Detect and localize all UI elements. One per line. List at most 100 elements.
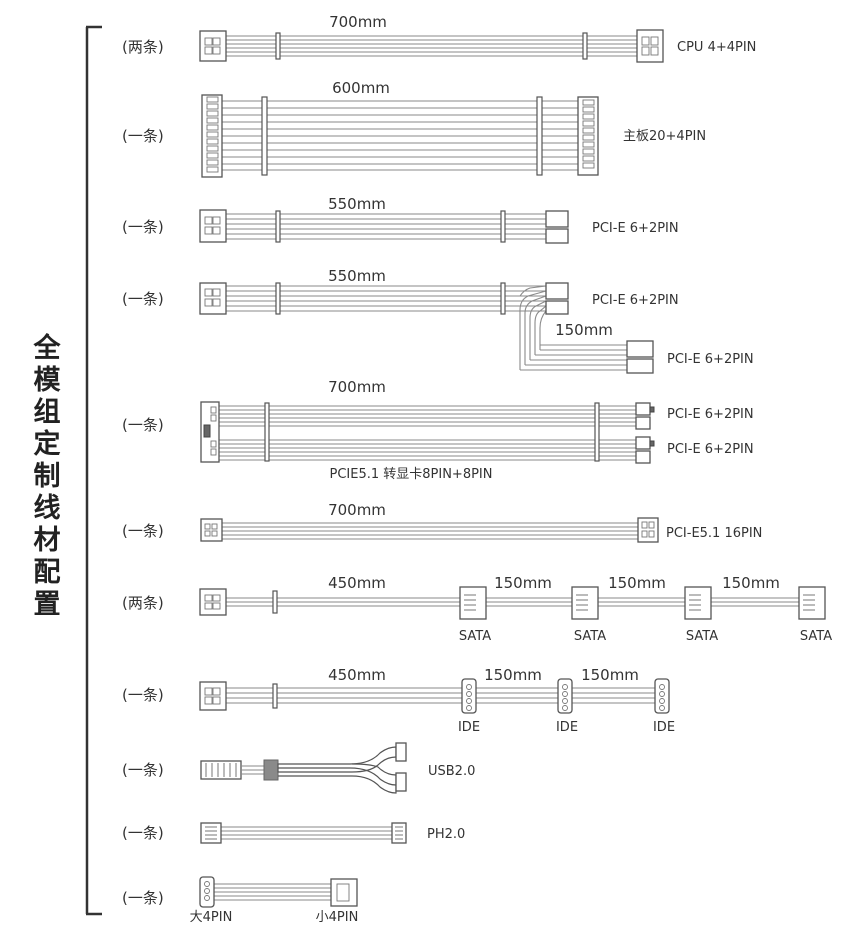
connector-label: SATA (686, 629, 718, 644)
connector-cpu (636, 29, 664, 63)
length-label: 700mm (329, 13, 387, 31)
connector-label: IDE (653, 720, 675, 735)
quantity-label: (一条) (122, 522, 164, 540)
cable-sata: 450mm 150mm 150mm 150mm SATA SATA SATA S… (199, 574, 832, 644)
length-label: 150mm (555, 321, 613, 339)
quantity-label: (一条) (122, 218, 164, 236)
connector-psu (199, 588, 227, 616)
cable-comb (582, 32, 588, 60)
length-label: 600mm (332, 79, 390, 97)
cable-comb (275, 32, 281, 60)
connector-psu (199, 209, 227, 243)
connector-gpu-16pin (637, 517, 659, 543)
cable-comb (500, 210, 506, 243)
connector-label: PCI-E 6+2PIN (667, 407, 754, 422)
connector-label: CPU 4+4PIN (677, 40, 756, 55)
cable-pcie-6-2pin: 550mm PCI-E 6+2PIN (199, 195, 679, 244)
connector-sata (571, 586, 599, 620)
connector-label: SATA (459, 629, 491, 644)
connector-gpu (545, 282, 569, 300)
connector-label: PH2.0 (427, 827, 465, 842)
connector-sata (684, 586, 712, 620)
side-title-char: 配 (34, 557, 61, 588)
cable-comb (272, 683, 278, 709)
quantity-label: (一条) (122, 761, 164, 779)
cable-comb (275, 282, 281, 315)
side-title-char: 模 (34, 365, 61, 396)
cable-comb (594, 402, 600, 462)
cable-comb (536, 96, 543, 176)
side-title-char: 全 (33, 332, 62, 364)
connector-psu (199, 282, 227, 315)
cable-pcie51-to-dual-8pin: 700mm PCI-E 6+2PIN PCI-E 6+2PIN PCIE5.1 … (200, 378, 754, 482)
quantity-label: (两条) (122, 594, 164, 612)
connector-label: SATA (574, 629, 606, 644)
quantity-label: (一条) (122, 127, 164, 145)
connector-ph20 (391, 822, 407, 844)
cable-molex-to-floppy: 大4PIN 小4PIN (190, 876, 359, 925)
connector-label: USB2.0 (428, 764, 475, 779)
cable-pcie-daisy-chain: 550mm 150mm PCI-E 6+2PIN PCI-E 6+2PIN (199, 267, 754, 374)
quantity-labels: (两条) (一条) (一条) (一条) (一条) (一条) (两条) (一条) … (122, 38, 164, 907)
cable-ph20: PH2.0 (200, 822, 465, 844)
cable-cpu-4-4pin: 700mm CPU 4+4PIN (199, 13, 756, 63)
cable-motherboard-24pin: 600mm 主板20+4PIN (201, 79, 706, 178)
connector-gpu (626, 340, 654, 358)
cable-pcie51-16pin: 700mm PCI-E5.1 16PIN (200, 501, 762, 543)
connector-psu (199, 681, 227, 711)
connector-gpu-2pin (626, 358, 654, 374)
length-label: 700mm (328, 378, 386, 396)
side-title-char: 置 (34, 589, 61, 620)
side-title-char: 定 (34, 428, 61, 460)
connector-gpu (635, 402, 651, 416)
side-title-char: 制 (34, 461, 61, 492)
cable-comb (261, 96, 268, 176)
side-title-char: 线 (34, 493, 61, 524)
quantity-label: (一条) (122, 416, 164, 434)
length-label: 550mm (328, 267, 386, 285)
side-title-char: 材 (34, 525, 61, 556)
connector-label: PCI-E 6+2PIN (592, 221, 679, 236)
length-label: 150mm (608, 574, 666, 592)
connector-label: 主板20+4PIN (623, 129, 706, 144)
cable-comb (272, 590, 278, 614)
length-label: 550mm (328, 195, 386, 213)
length-label: 150mm (722, 574, 780, 592)
side-title-char: 组 (34, 396, 61, 428)
connector-gpu-2pin (545, 228, 569, 244)
cable-usb20: USB2.0 (200, 742, 475, 794)
connector-gpu (635, 436, 651, 450)
connector-label: PCI-E5.1 16PIN (666, 526, 762, 541)
cable-comb (264, 402, 270, 462)
connector-sata (798, 586, 826, 620)
connector-label: SATA (800, 629, 832, 644)
cable-ide: 450mm 150mm 150mm IDE IDE IDE (199, 666, 675, 735)
cable-comb (275, 210, 281, 243)
bracket (85, 25, 102, 916)
connector-label: IDE (458, 720, 480, 735)
connector-label: 大4PIN (190, 910, 233, 925)
connector-label: IDE (556, 720, 578, 735)
length-label: 150mm (484, 666, 542, 684)
length-label: 150mm (581, 666, 639, 684)
connector-gpu-2pin (635, 450, 651, 464)
connector-sata (459, 586, 487, 620)
length-label: 700mm (328, 501, 386, 519)
cable-sleeve (263, 759, 279, 781)
cable-comb (500, 282, 506, 315)
cable-title-label: PCIE5.1 转显卡8PIN+8PIN (329, 467, 492, 482)
quantity-label: (一条) (122, 824, 164, 842)
connector-usb (395, 742, 407, 762)
quantity-label: (一条) (122, 290, 164, 308)
length-label: 150mm (494, 574, 552, 592)
connector-usb (395, 772, 407, 792)
connector-label: PCI-E 6+2PIN (592, 293, 679, 308)
connector-label: PCI-E 6+2PIN (667, 442, 754, 457)
connector-label: 小4PIN (316, 910, 359, 925)
quantity-label: (一条) (122, 889, 164, 907)
connector-label: PCI-E 6+2PIN (667, 352, 754, 367)
length-label: 450mm (328, 666, 386, 684)
side-title: 全 模 组 定 制 线 材 配 置 (33, 332, 62, 620)
length-label: 450mm (328, 574, 386, 592)
